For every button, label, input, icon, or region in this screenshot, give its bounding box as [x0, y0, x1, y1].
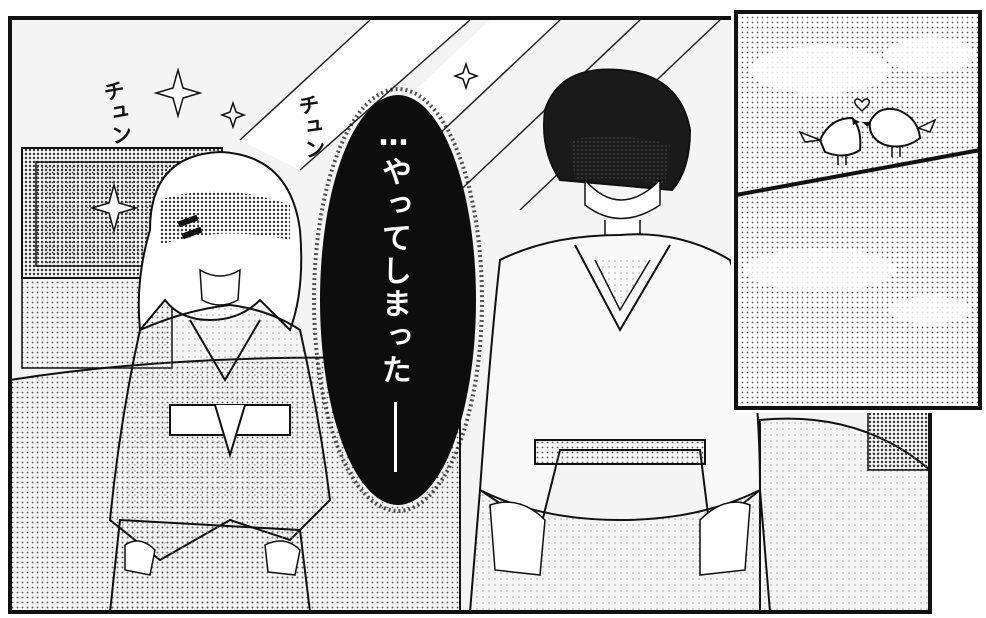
monologue-dash	[394, 402, 397, 472]
bird-icon	[798, 116, 862, 165]
heart-icon	[853, 98, 871, 113]
bird-icon	[862, 107, 937, 157]
boy-character	[468, 68, 772, 613]
girl-character	[108, 150, 332, 613]
monologue-text: …やってしまった	[376, 118, 411, 387]
thought-bubble	[312, 87, 484, 513]
inset-panel-border	[734, 10, 982, 410]
sparkle-icon	[89, 61, 480, 234]
inset-panel	[731, 7, 985, 413]
